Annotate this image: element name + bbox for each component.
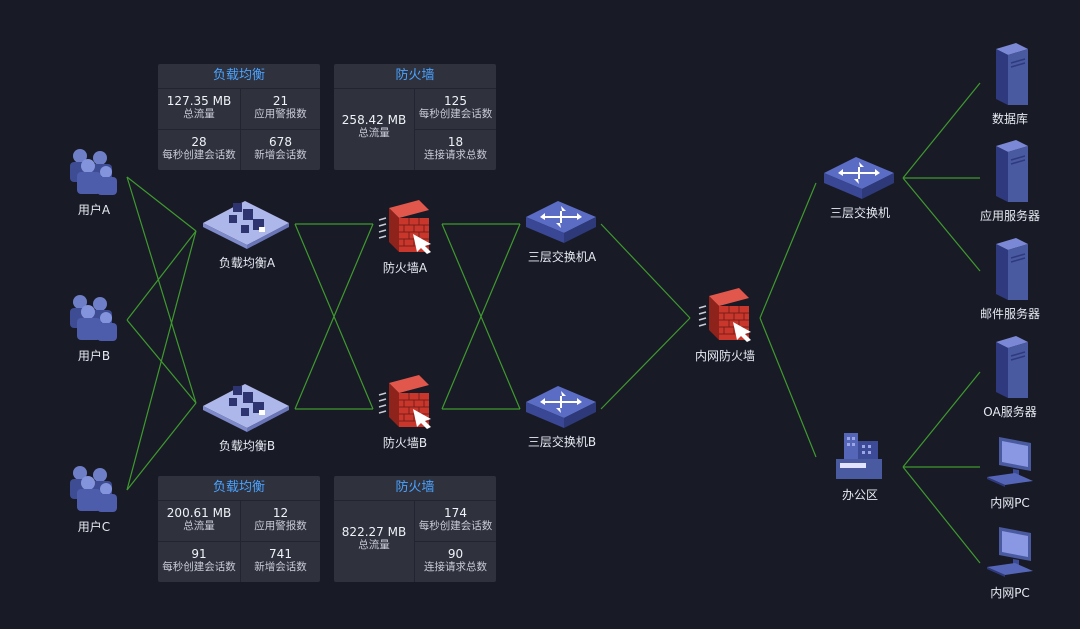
load-balancer-icon [203, 201, 289, 249]
link-swb-innerfw [600, 317, 691, 410]
node-user-a[interactable]: 用户A [62, 146, 126, 218]
link-userb-lba [126, 230, 197, 321]
node-label: 数据库 [991, 112, 1028, 126]
link-coresw-db [902, 82, 981, 179]
node-label: 办公区 [841, 488, 878, 502]
panel-title: 负载均衡 [158, 64, 320, 89]
node-fw-a[interactable]: 防火墙A [370, 200, 440, 276]
load-balancer-icon [203, 384, 289, 432]
users-group-icon [70, 149, 117, 195]
node-mail-server[interactable]: 邮件服务器 [972, 238, 1048, 322]
node-label: 三层交换机B [527, 435, 597, 449]
node-label: 应用服务器 [979, 209, 1040, 223]
panel-title: 负载均衡 [158, 476, 320, 501]
users-group-icon [70, 295, 117, 341]
node-fw-b[interactable]: 防火墙B [370, 375, 440, 451]
link-innerfw-coresw [759, 182, 817, 319]
switch-icon [526, 200, 597, 244]
node-pc-2[interactable]: 内网PC [975, 527, 1045, 601]
node-oa-server[interactable]: OA服务器 [972, 336, 1048, 420]
node-user-c[interactable]: 用户C [62, 463, 126, 535]
node-lb-b[interactable]: 负载均衡B [199, 380, 295, 454]
node-label: 防火墙A [382, 261, 428, 275]
server-tower-icon [995, 336, 1029, 399]
node-pc-1[interactable]: 内网PC [975, 437, 1045, 511]
node-label: 负载均衡A [218, 256, 276, 270]
node-label: 用户A [77, 203, 111, 217]
server-tower-icon [995, 140, 1029, 203]
link-fwb-swa [441, 223, 521, 410]
office-building-icon [836, 433, 882, 479]
server-tower-icon [995, 238, 1029, 301]
firewall-icon [698, 288, 752, 343]
link-office-pc2 [902, 466, 981, 564]
node-label: 邮件服务器 [979, 307, 1040, 321]
link-usera-lbb [126, 176, 197, 404]
panel-title: 防火墙 [334, 64, 496, 89]
link-innerfw-office [759, 317, 817, 458]
switch-icon [526, 385, 597, 429]
node-label: OA服务器 [983, 405, 1037, 419]
node-label: 防火墙B [382, 436, 428, 450]
node-office[interactable]: 办公区 [830, 433, 890, 503]
link-office-oa [902, 371, 981, 468]
link-swa-innerfw [600, 223, 691, 319]
desktop-pc-icon [987, 437, 1033, 487]
node-switch-a[interactable]: 三层交换机A [520, 199, 604, 265]
node-lb-a[interactable]: 负载均衡A [199, 197, 295, 271]
server-tower-icon [995, 43, 1029, 106]
node-label: 用户B [77, 349, 111, 363]
node-user-b[interactable]: 用户B [62, 292, 126, 364]
users-group-icon [70, 466, 117, 512]
link-coresw-mail [902, 177, 981, 272]
node-switch-b[interactable]: 三层交换机B [520, 384, 604, 450]
link-userc-lbb [126, 402, 197, 491]
node-app-server[interactable]: 应用服务器 [972, 140, 1048, 224]
firewall-icon [378, 375, 432, 430]
node-label: 三层交换机A [527, 250, 597, 264]
node-label: 内网防火墙 [694, 349, 755, 363]
link-userc-lba [126, 230, 197, 491]
node-core-switch[interactable]: 三层交换机 [822, 155, 898, 221]
panel-title: 防火墙 [334, 476, 496, 501]
node-label: 三层交换机 [829, 206, 890, 220]
firewall-icon [378, 200, 432, 255]
node-inner-firewall[interactable]: 内网防火墙 [688, 288, 762, 364]
node-label: 负载均衡B [218, 439, 276, 453]
node-label: 用户C [77, 520, 111, 534]
switch-icon [824, 156, 895, 200]
link-usera-lba [126, 176, 197, 232]
desktop-pc-icon [987, 527, 1033, 577]
link-lbb-fwa [294, 223, 374, 410]
node-label: 内网PC [990, 586, 1030, 600]
node-label: 内网PC [990, 496, 1030, 510]
node-database[interactable]: 数据库 [975, 43, 1045, 127]
